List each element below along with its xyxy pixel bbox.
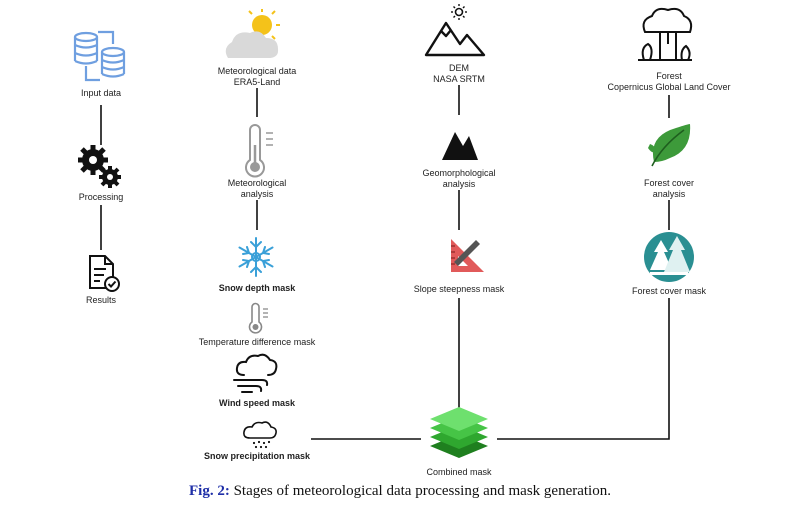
document-check-icon (89, 255, 120, 292)
forest-source-label: Forest Copernicus Global Land Cover (607, 71, 730, 93)
combined-mask-label: Combined mask (426, 467, 492, 477)
results-label: Results (85, 295, 117, 305)
line-forest-combined (497, 298, 670, 440)
snowflake-icon (238, 237, 274, 277)
layers-icon (430, 407, 488, 458)
meteo-analysis-label: Meteorological analysis (228, 178, 287, 200)
meteo-analysis-line2: analysis (240, 189, 274, 199)
forest-analysis-line1: Forest cover (643, 178, 695, 188)
meteo-analysis-line1: Meteorological (227, 178, 287, 188)
small-thermometer-icon (248, 302, 268, 334)
meteo-source-line1: Meteorological data (217, 66, 297, 76)
dem-analysis-line1: Geomorphological (422, 168, 496, 178)
forest-circle-icon (644, 232, 694, 282)
forest-source-line2: Copernicus Global Land Cover (607, 82, 731, 92)
tree-icon (638, 7, 693, 61)
thermometer-icon (245, 124, 273, 178)
snow-precipitation-mask-label: Snow precipitation mask (203, 451, 311, 461)
meteo-source-line2: ERA5-Land (233, 77, 281, 87)
forest-analysis-line2: analysis (652, 189, 686, 199)
geomorphological-analysis-label: Geomorphological analysis (422, 168, 495, 190)
gears-icon (78, 145, 121, 188)
figure-number: Fig. 2: (189, 483, 230, 499)
temperature-difference-mask-label: Temperature difference mask (198, 337, 316, 347)
connector-lines (100, 85, 670, 440)
cloud-sun-icon (225, 9, 280, 58)
mountains-icon (424, 4, 486, 57)
forest-source-line1: Forest (656, 71, 682, 81)
wind-cloud-icon (233, 353, 278, 393)
input-data-label: Input data (80, 88, 122, 98)
dem-source-label: DEM NASA SRTM (433, 63, 485, 85)
dem-source-line1: DEM (448, 63, 469, 73)
processing-label: Processing (78, 192, 124, 202)
dem-source-line2: NASA SRTM (433, 74, 485, 84)
wind-speed-mask-label: Wind speed mask (219, 398, 295, 408)
leaf-icon (648, 124, 691, 167)
dem-analysis-line2: analysis (442, 179, 476, 189)
figure-caption: Fig. 2: Stages of meteorological data pr… (0, 483, 800, 500)
forest-cover-mask-label: Forest cover mask (631, 286, 707, 296)
database-icon (73, 30, 126, 82)
peaks-icon (442, 132, 478, 160)
figure-caption-text: Stages of meteorological data processing… (229, 483, 611, 499)
meteo-source-label: Meteorological data ERA5-Land (218, 66, 297, 88)
snow-depth-mask-label: Snow depth mask (218, 283, 296, 293)
slope-steepness-mask-label: Slope steepness mask (413, 284, 505, 294)
set-square-icon (451, 239, 484, 272)
forest-cover-analysis-label: Forest cover analysis (644, 178, 694, 200)
snow-cloud-icon (243, 421, 277, 449)
